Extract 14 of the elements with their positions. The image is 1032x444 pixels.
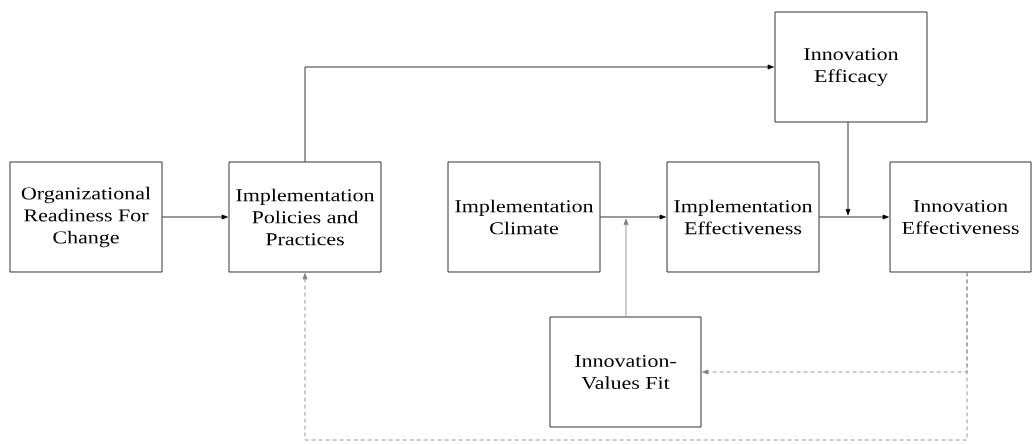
- process-box: Implementation Effectiveness: [666, 161, 820, 273]
- arrow: [302, 272, 968, 441]
- arrow: [162, 214, 228, 220]
- process-box: Innovation Efficacy: [774, 11, 928, 123]
- arrow: [600, 214, 666, 220]
- arrow: [819, 214, 889, 220]
- arrow: [623, 218, 629, 317]
- process-box: Implementation Climate: [447, 161, 601, 273]
- process-box: Organizational Readiness For Change: [9, 161, 163, 273]
- process-box: Implementation Policies and Practices: [228, 161, 382, 273]
- process-box: Innovation-Values Fit: [549, 316, 702, 428]
- arrow: [845, 122, 851, 216]
- process-box: Innovation Effectiveness: [889, 161, 1032, 273]
- arrow: [304, 64, 774, 162]
